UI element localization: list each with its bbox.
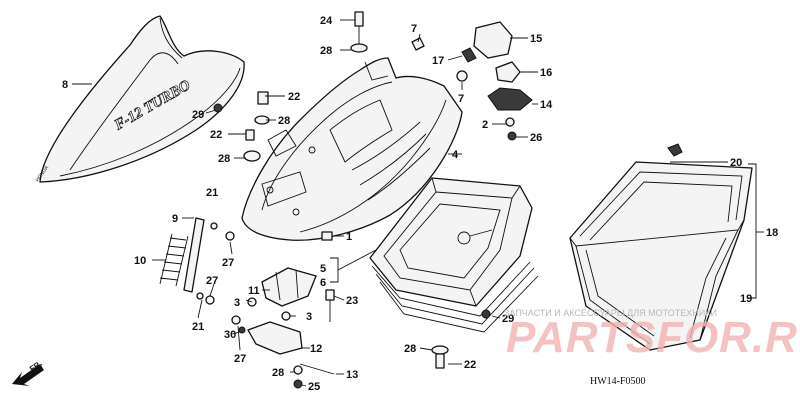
inner-hood-part <box>241 57 463 241</box>
hinge-lower-12 <box>247 321 303 355</box>
callout-28-bottom: 28 <box>404 343 416 355</box>
callout-23: 23 <box>346 295 358 307</box>
callout-12: 12 <box>310 343 322 355</box>
callout-6: 6 <box>320 277 326 289</box>
callout-28-top: 28 <box>320 45 332 57</box>
hood-cover-part: F-12 TURBO HONDA <box>35 15 245 183</box>
callout-19: 19 <box>740 293 752 305</box>
callout-9: 9 <box>172 213 178 225</box>
callout-28-low: 28 <box>272 367 284 379</box>
washer-28-top <box>350 43 368 53</box>
callout-22-top: 22 <box>288 91 300 103</box>
callout-29-left: 29 <box>192 109 204 121</box>
plug-1-shape <box>321 231 333 241</box>
hinge-bracket-11 <box>261 267 317 307</box>
nut-25 <box>293 379 303 389</box>
screw-29-left <box>213 103 223 113</box>
callout-28-left: 28 <box>218 153 230 165</box>
callout-27-mid: 27 <box>206 275 218 287</box>
diagram-code: HW14-F0500 <box>590 376 646 387</box>
callout-3-right: 3 <box>306 311 312 323</box>
callout-28-mid: 28 <box>278 115 290 127</box>
nut-27-mid <box>205 295 215 305</box>
callout-3-left: 3 <box>234 297 240 309</box>
nut-27-top <box>225 231 235 241</box>
watermark-tagline: ЗАПЧАСТИ И АКСЕССУАРЫ ДЛЯ МОТОТЕХНИКИ <box>504 308 717 318</box>
callout-7-mid: 7 <box>458 93 464 105</box>
hardware-fasteners <box>213 11 491 369</box>
washer-30 <box>238 326 246 334</box>
callout-11: 11 <box>248 285 260 297</box>
bolt-24-head <box>354 11 364 27</box>
watermark: ЗАПЧАСТИ И АКСЕССУАРЫ ДЛЯ МОТОТЕХНИКИ PA… <box>504 308 800 362</box>
callout-10: 10 <box>134 255 146 267</box>
storage-tub-part <box>569 161 753 351</box>
callout-30: 30 <box>224 329 236 341</box>
washer-28-left <box>243 150 261 162</box>
callout-17: 17 <box>432 55 444 67</box>
callout-27-top: 27 <box>222 257 234 269</box>
callout-labels: 8 29 22 28 22 28 21 24 28 7 17 7 15 16 1… <box>62 15 778 393</box>
callout-22-bottom: 22 <box>464 359 476 371</box>
storage-box-part <box>369 177 539 333</box>
cap-15-shape <box>473 21 513 59</box>
callout-16: 16 <box>540 67 552 79</box>
callout-4: 4 <box>452 149 459 161</box>
spring-10 <box>159 237 187 281</box>
callout-25: 25 <box>308 381 320 393</box>
latch-14-shape <box>487 87 533 111</box>
damper-rod-9 <box>183 217 205 293</box>
bolt-23-head <box>325 289 335 301</box>
callout-15: 15 <box>530 33 542 45</box>
callout-21-top: 21 <box>206 187 218 199</box>
clip-7-shape <box>411 37 425 51</box>
damper-hinge-assembly <box>159 217 335 389</box>
callout-7-top: 7 <box>411 23 417 35</box>
callout-20: 20 <box>730 157 742 169</box>
callout-13: 13 <box>346 369 358 381</box>
callout-21-low: 21 <box>192 321 204 333</box>
callout-22-mid: 22 <box>210 129 222 141</box>
washer-28-bottom <box>431 345 449 355</box>
callout-18: 18 <box>766 227 778 239</box>
front-direction-mark: FR. <box>12 359 44 386</box>
washer-3-right <box>281 311 291 321</box>
callout-5: 5 <box>320 263 326 275</box>
callout-2: 2 <box>482 119 488 131</box>
leader-lines <box>72 19 764 387</box>
callout-26: 26 <box>530 132 542 144</box>
nut-26-shape <box>507 131 517 141</box>
callout-1: 1 <box>346 231 352 243</box>
bolt-22-mid <box>245 129 255 141</box>
bolt-22-bottom <box>435 353 445 369</box>
nut-28-low <box>293 365 303 375</box>
screw-29-bottom <box>481 309 491 319</box>
callout-8: 8 <box>62 79 68 91</box>
pin-13 <box>299 363 335 375</box>
grommet-7b-shape <box>456 70 468 82</box>
callout-24: 24 <box>320 15 333 27</box>
hardware-top-right <box>411 21 683 157</box>
callout-29-bottom: 29 <box>502 313 514 325</box>
nut-27-low <box>231 315 241 325</box>
watermark-brand: PARTSFOR.RU <box>506 313 800 362</box>
bolt-22-top <box>257 91 269 105</box>
callout-27-low: 27 <box>234 353 246 365</box>
clip-16-shape <box>495 61 521 83</box>
callout-14: 14 <box>540 99 553 111</box>
front-arrow-icon <box>12 364 44 386</box>
washer-2-shape <box>505 117 515 127</box>
clip-20-shape <box>667 143 683 157</box>
clip-17-shape <box>461 47 477 63</box>
